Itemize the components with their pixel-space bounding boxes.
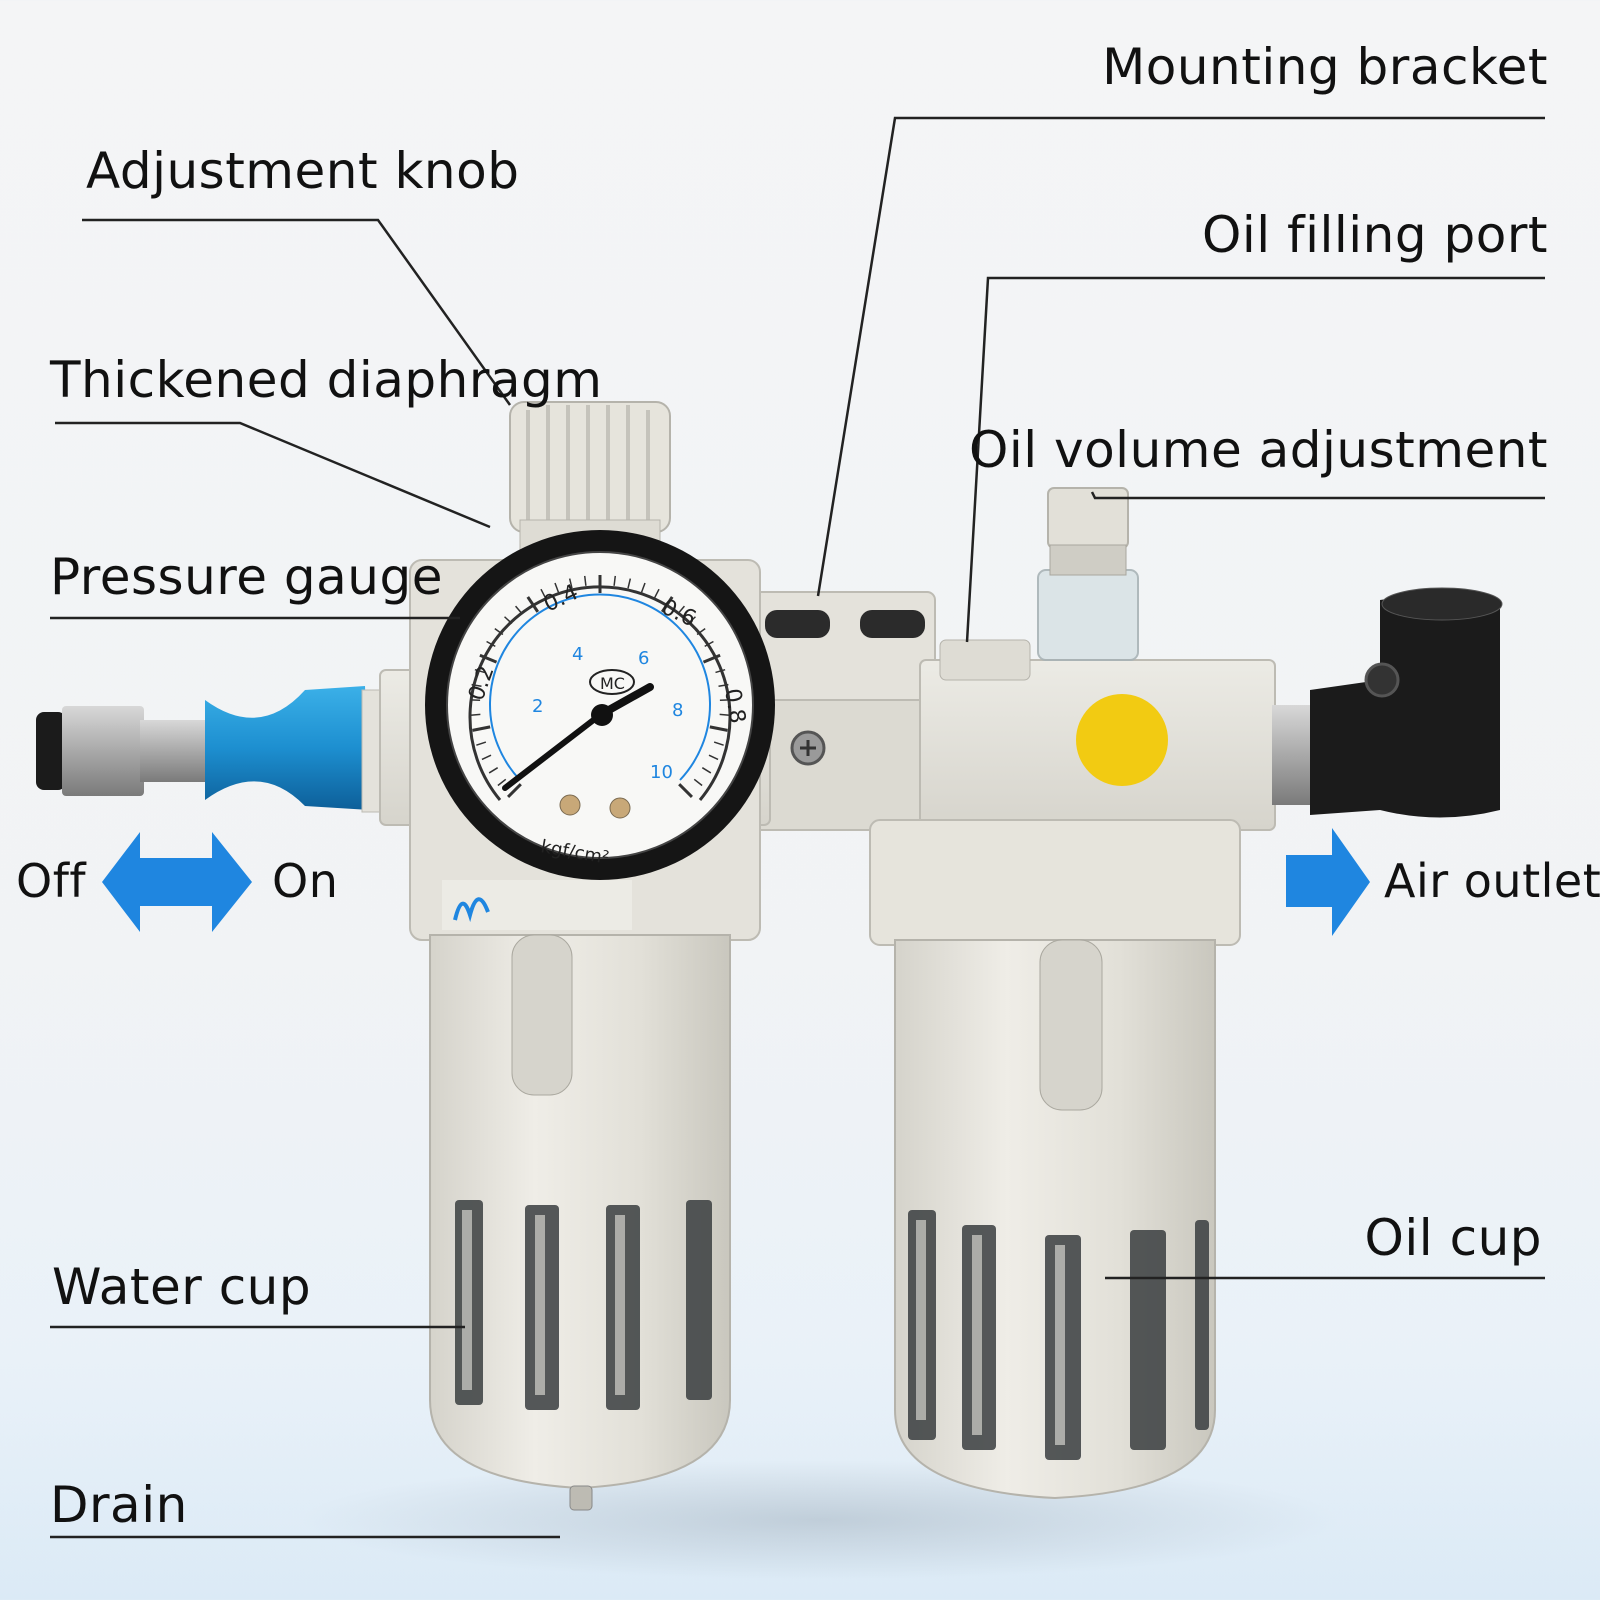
label-pressure-gauge: Pressure gauge bbox=[50, 548, 443, 606]
gauge-tick-mark bbox=[476, 741, 487, 746]
label-on: On bbox=[272, 854, 339, 908]
label-off: Off bbox=[16, 854, 87, 908]
leader-oil-volume-adjustment bbox=[1090, 491, 1545, 500]
gauge-tick-4: 4 bbox=[572, 644, 583, 665]
gauge-tick-mark bbox=[568, 578, 573, 589]
gauge-tick-2: 2 bbox=[532, 696, 543, 717]
leader-lines bbox=[50, 116, 1545, 1539]
gauge-tick-mark bbox=[677, 605, 685, 615]
gauge-tick-mark bbox=[709, 725, 728, 732]
gauge-tick-mark bbox=[504, 616, 513, 625]
gauge-tick-mark bbox=[693, 778, 703, 787]
gauge-tick-mark bbox=[471, 683, 482, 687]
gauge-tick-0-8: 0.8 bbox=[719, 687, 750, 726]
label-oil-volume-adjustment: Oil volume adjustment bbox=[968, 421, 1548, 479]
oil-cup bbox=[894, 939, 1216, 1500]
gauge-tick-mark bbox=[687, 616, 696, 625]
label-drain: Drain bbox=[50, 1476, 188, 1534]
gauge-tick-mark bbox=[613, 575, 617, 586]
gauge-brand: MC bbox=[600, 674, 625, 693]
gauge-tick-mark bbox=[497, 778, 507, 787]
label-water-cup: Water cup bbox=[52, 1258, 312, 1316]
label-oil-filling-port: Oil filling port bbox=[1201, 206, 1548, 264]
gauge-tick-mark bbox=[678, 783, 693, 798]
gauge-tick-mark bbox=[474, 668, 485, 674]
gauge-tick-6: 6 bbox=[638, 648, 649, 669]
gauge-tick-mark bbox=[704, 640, 714, 648]
gauge-tick-mark bbox=[472, 725, 491, 732]
off-on-double-arrow bbox=[102, 832, 252, 932]
label-air-outlet: Air outlet bbox=[1384, 854, 1600, 908]
label-adjustment-knob: Adjustment knob bbox=[86, 142, 520, 200]
gauge-tick-mark bbox=[713, 741, 724, 746]
gauge-tick-mark bbox=[696, 627, 706, 636]
gauge-tick-10: 10 bbox=[650, 762, 673, 783]
gauge-tick-mark bbox=[708, 754, 719, 761]
air-outlet-arrow bbox=[1286, 828, 1370, 936]
gauge-tick-mark bbox=[494, 627, 504, 636]
gauge-tick-8: 8 bbox=[672, 700, 683, 721]
gauge-tick-mark bbox=[627, 578, 632, 589]
leader-mounting-bracket bbox=[816, 116, 1545, 597]
label-thickened-diaphragm: Thickened diaphragm bbox=[50, 351, 603, 409]
leader-adjustment-knob bbox=[82, 218, 512, 406]
gauge-tick-mark bbox=[479, 653, 498, 664]
label-mounting-bracket: Mounting bracket bbox=[1102, 38, 1548, 96]
leader-thickened-diaphragm bbox=[55, 421, 491, 529]
gauge-tick-mark bbox=[701, 767, 712, 774]
gauge-tick-mark bbox=[718, 683, 729, 687]
gauge-tick-mark bbox=[481, 754, 492, 761]
gauge-tick-mark bbox=[540, 588, 547, 599]
gauge-tick-mark bbox=[470, 713, 481, 716]
gauge-tick-mark bbox=[719, 713, 730, 716]
gauge-tick-mark bbox=[515, 605, 523, 615]
gauge-tick-mark bbox=[640, 582, 646, 593]
floor-shadow bbox=[300, 1460, 1340, 1580]
gauge-tick-mark bbox=[507, 783, 522, 798]
lubricator-body bbox=[869, 487, 1503, 946]
gauge-tick-mark bbox=[583, 575, 587, 586]
label-oil-cup: Oil cup bbox=[1364, 1209, 1542, 1267]
gauge-tick-mark bbox=[486, 640, 496, 648]
gauge-tick-mark bbox=[653, 588, 660, 599]
gauge-tick-mark bbox=[488, 767, 499, 774]
water-cup bbox=[429, 934, 731, 1511]
gauge-tick-mark bbox=[554, 582, 560, 593]
gauge-tick-mark bbox=[715, 668, 726, 674]
leader-oil-filling-port bbox=[965, 276, 1545, 643]
inlet-fitting bbox=[36, 686, 393, 813]
gauge-tick-mark bbox=[526, 596, 540, 613]
gauge-tick-mark bbox=[660, 596, 674, 613]
pressure-gauge: 0.2 0.4 0.6 0.8 2 4 6 8 10 MC kgf/cm² bbox=[425, 530, 775, 880]
gauge-tick-mark bbox=[702, 653, 721, 664]
